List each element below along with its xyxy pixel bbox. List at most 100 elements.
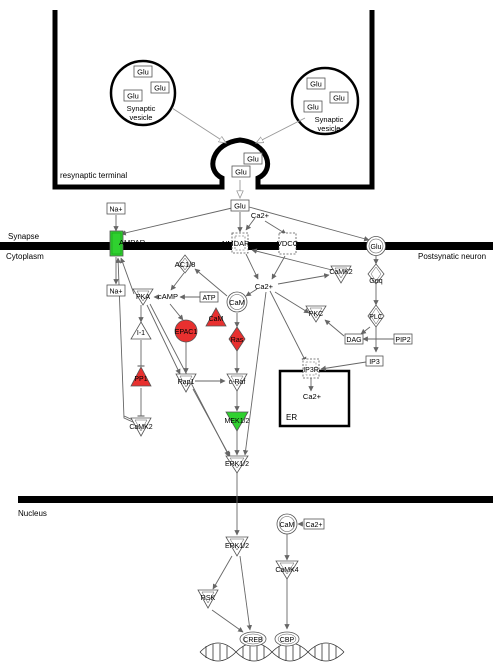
svg-text:Ca2+: Ca2+ — [255, 282, 274, 291]
node-mek[interactable]: MEK1/2 — [225, 411, 250, 432]
node-ras[interactable]: Ras — [228, 326, 246, 352]
svg-text:CBP: CBP — [280, 637, 295, 644]
presynaptic-terminal: resynaptic terminal — [52, 10, 375, 190]
node-camk4[interactable]: CaMK4 — [275, 560, 299, 580]
synapse-label: Synapse — [8, 232, 40, 241]
node-pp1[interactable]: PP1 — [130, 366, 152, 387]
svg-text:NMDAR: NMDAR — [222, 239, 250, 248]
node-cam-nucleus[interactable]: CaM — [276, 513, 298, 535]
nuclear-membrane — [18, 496, 493, 503]
node-erk-nucleus[interactable]: ERK1/2 — [225, 536, 249, 557]
edge-ca-erk — [242, 291, 267, 456]
edge-dag-pkc — [324, 319, 345, 337]
node-creb[interactable]: CREB — [239, 631, 267, 647]
node-pka[interactable]: PKA — [132, 288, 154, 306]
node-glu[interactable]: Glu — [230, 199, 250, 212]
edge-camk2-ampar-path — [115, 257, 134, 423]
node-na-top[interactable]: Na+ — [106, 202, 126, 215]
vesicle-glu: Glu — [303, 100, 323, 113]
svg-text:Glu: Glu — [371, 244, 382, 251]
svg-text:CaM: CaM — [280, 522, 295, 529]
edge-cam-ac — [194, 268, 228, 297]
svg-text:Na+: Na+ — [109, 207, 122, 214]
node-ca-mid[interactable]: Ca2+ — [255, 282, 274, 291]
svg-text:Glu: Glu — [247, 155, 259, 164]
node-ip3[interactable]: IP3 — [365, 355, 384, 367]
svg-text:DAG: DAG — [346, 337, 361, 344]
edge-erknuc-rsk — [212, 555, 233, 590]
node-gaq[interactable]: Gαq — [367, 263, 385, 285]
node-dag[interactable]: DAG — [344, 333, 364, 345]
edge-pka-rap1 — [146, 304, 181, 375]
node-cbp[interactable]: CBP — [274, 631, 300, 647]
endoplasmic-reticulum: ER — [278, 369, 351, 428]
svg-text:Glu: Glu — [154, 84, 166, 93]
vesicle-glu: Glu — [306, 77, 326, 90]
er-label: ER — [286, 413, 297, 422]
node-craf[interactable]: c-Raf — [226, 373, 248, 392]
svg-text:CaMK2: CaMK2 — [129, 424, 152, 431]
svg-text:IP3R: IP3R — [303, 367, 319, 374]
dna-helix — [199, 642, 345, 662]
node-ampar[interactable]: AMPAR — [109, 230, 146, 257]
node-vdcc[interactable]: VDCC — [277, 232, 299, 255]
svg-text:CaMK4: CaMK4 — [275, 567, 298, 574]
node-atp[interactable]: ATP — [199, 291, 219, 303]
svg-text:Glu: Glu — [234, 202, 246, 211]
node-cam[interactable]: CaM — [226, 291, 248, 313]
svg-text:PIP2: PIP2 — [395, 337, 410, 344]
svg-text:c-Raf: c-Raf — [229, 379, 246, 386]
svg-text:ERK1/2: ERK1/2 — [225, 461, 249, 468]
node-pip2[interactable]: PIP2 — [393, 333, 413, 345]
vesicle-glu: Glu — [329, 91, 349, 104]
node-camp[interactable]: cAMP — [158, 292, 178, 301]
svg-text:CaM: CaM — [229, 298, 245, 307]
edge-ip3-ip3r — [320, 361, 367, 371]
node-plc[interactable]: PLC — [367, 304, 385, 328]
edge-plc-dag — [360, 326, 371, 335]
edge-nmdar-ca — [245, 253, 259, 280]
node-erk-top[interactable]: ERK1/2 — [225, 455, 249, 474]
node-ac[interactable]: AC1/8 — [175, 254, 196, 274]
node-rsk[interactable]: RSK — [197, 589, 219, 609]
svg-text:ERK1/2: ERK1/2 — [225, 543, 249, 550]
edge-rsk-creb — [211, 609, 244, 633]
svg-text:I-1: I-1 — [137, 330, 145, 337]
svg-text:PKA: PKA — [136, 294, 150, 301]
node-ip3r[interactable]: IP3R — [302, 358, 320, 379]
svg-text:Ras: Ras — [231, 337, 244, 344]
node-rap1[interactable]: Rap1 — [175, 373, 197, 393]
svg-text:Glu: Glu — [137, 68, 149, 77]
node-i1[interactable]: I-1 — [130, 321, 152, 340]
edge-vdcc-ca — [271, 255, 286, 280]
svg-text:Ca2+: Ca2+ — [251, 211, 270, 220]
svg-text:AC1/8: AC1/8 — [175, 260, 196, 269]
node-mglu-receptor[interactable]: Glu — [366, 236, 386, 256]
vesicle-glu: Glu — [123, 89, 143, 102]
node-camk2-right[interactable]: CaMK2 — [329, 265, 353, 284]
node-pkc[interactable]: PKC — [305, 305, 327, 323]
svg-text:Na+: Na+ — [109, 289, 122, 296]
svg-text:PP1: PP1 — [134, 376, 147, 383]
edges — [113, 206, 394, 633]
edge-ac-camp — [170, 272, 185, 291]
node-camk2-left[interactable]: CaMK2 — [129, 417, 153, 437]
node-ca-nucleus[interactable]: Ca2+ — [303, 518, 325, 530]
node-cam-red[interactable]: CaM — [205, 307, 227, 327]
edge-glu-mglu — [248, 206, 370, 242]
node-nmdar[interactable]: NMDAR — [222, 232, 250, 254]
node-ca-er[interactable]: Ca2+ — [303, 392, 322, 401]
svg-text:CREB: CREB — [243, 637, 263, 644]
node-ca-top[interactable]: Ca2+ — [251, 211, 270, 220]
node-epac1[interactable]: EPAC1 — [174, 319, 198, 343]
edge-ca-vdcc — [264, 220, 287, 235]
node-na-bottom[interactable]: Na+ — [106, 284, 126, 297]
svg-text:Glu: Glu — [310, 80, 322, 89]
edge-vesicle-release-right — [256, 117, 306, 143]
edge-ca-cam — [245, 288, 258, 297]
nucleus-label: Nucleus — [18, 509, 47, 518]
